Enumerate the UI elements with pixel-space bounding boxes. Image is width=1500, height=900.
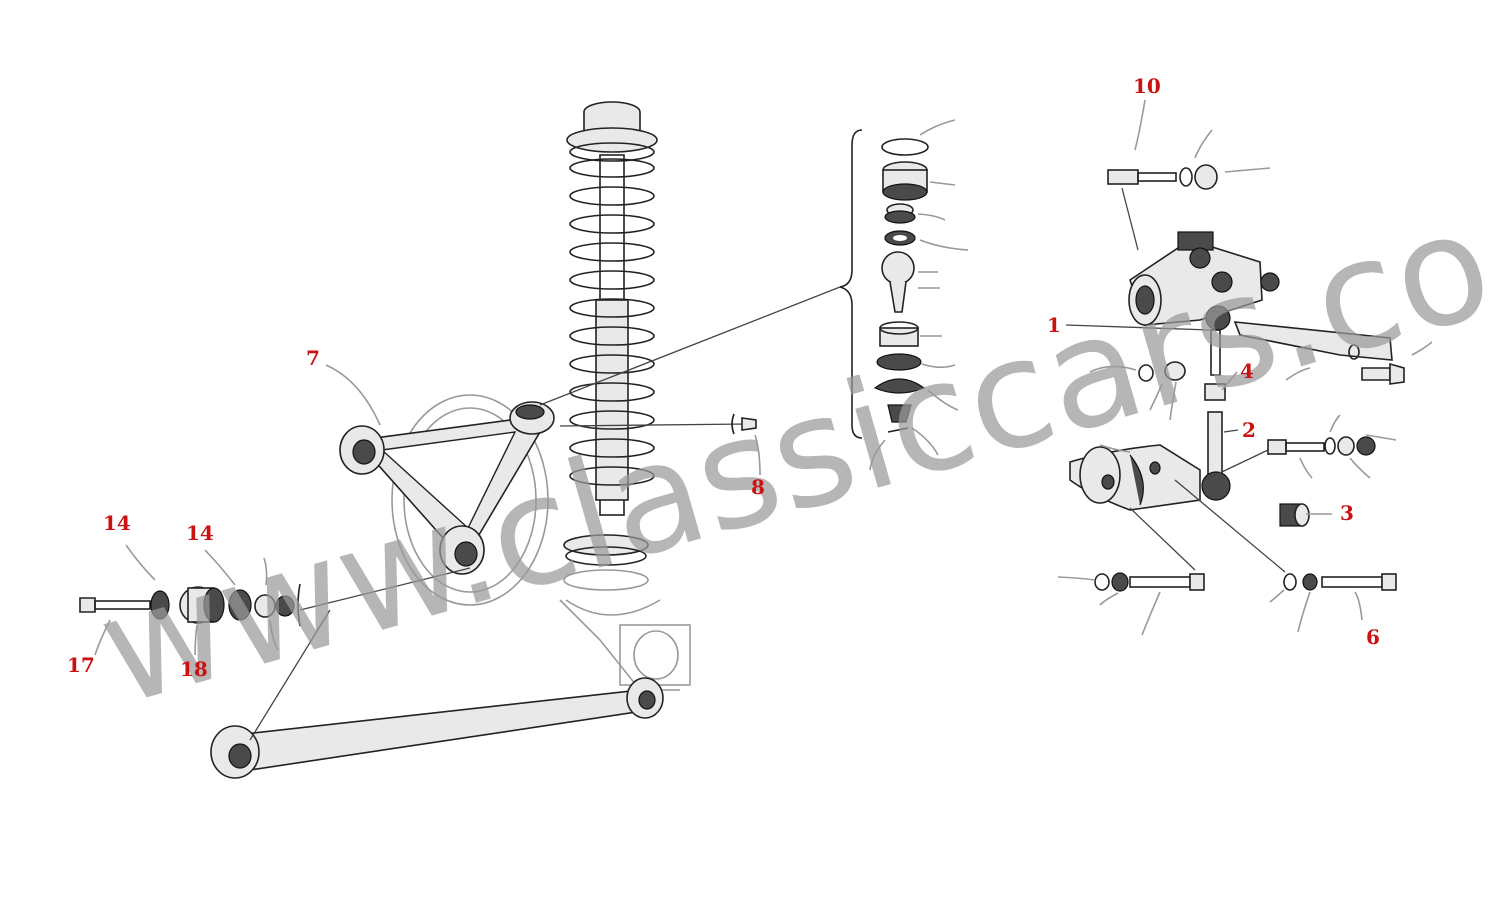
callout-4: 4 [1240,359,1254,383]
steering-box-assembly [1069,164,1405,592]
brake-backing-plate [391,394,691,691]
callout-17: 17 [67,653,95,677]
spring-coils [569,158,655,486]
callout-leaders [94,99,1433,656]
upper-wishbone [339,401,555,575]
assembly-lines [249,286,841,741]
coil-spring-assembly [563,101,661,616]
lower-link-arm [210,677,664,779]
callout-1: 1 [1047,313,1061,337]
callout-18: 18 [180,657,208,681]
callout-8: 8 [751,475,765,499]
callout-labels: 10 1 4 2 3 6 7 8 14 14 17 18 [67,74,1380,681]
grease-nipple [731,413,757,435]
watermark-text: www.classiccars.co.at [82,123,1500,740]
callout-2: 2 [1242,418,1256,442]
wishbone-bolt-stack [79,583,301,627]
ball-joint-stack [839,129,929,439]
callout-7: 7 [306,346,320,370]
callout-14-right: 14 [186,521,214,545]
callout-10: 10 [1133,74,1161,98]
callout-14-left: 14 [103,511,131,535]
callout-6: 6 [1366,625,1380,649]
callout-3: 3 [1340,501,1354,525]
